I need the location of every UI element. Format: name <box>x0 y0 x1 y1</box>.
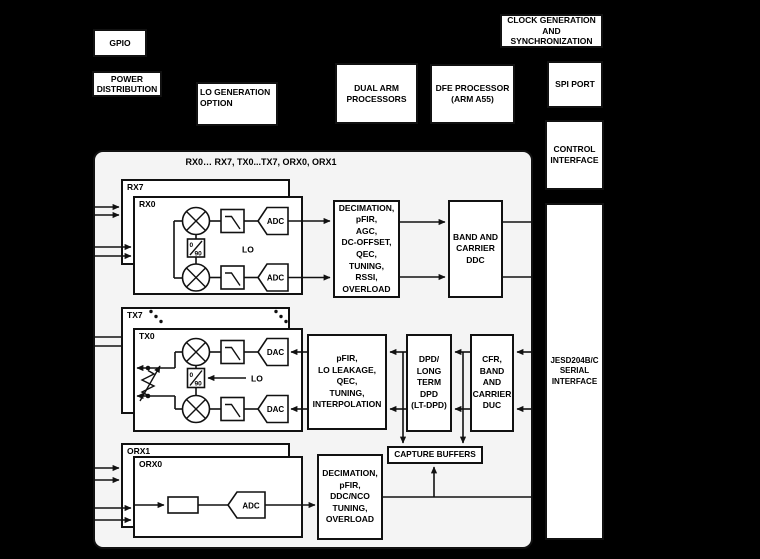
rx0-box: RX0 <box>133 196 303 295</box>
lo-generation-option-block: LO GENERATION OPTION <box>196 82 278 126</box>
spi-port-block: SPI PORT <box>547 61 603 108</box>
power-distribution-block: POWER DISTRIBUTION <box>92 71 162 97</box>
tx0-box: TX0 <box>133 328 303 432</box>
rx7-label: RX7 <box>127 182 144 192</box>
gpio-block: GPIO <box>93 29 147 57</box>
channel-block-title: RX0… RX7, TX0...TX7, ORX0, ORX1 <box>185 157 337 167</box>
tx-dsp-block: pFIR, LO LEAKAGE, QEC, TUNING, INTERPOLA… <box>307 334 387 430</box>
tx-dpd-block: DPD/ LONG TERM DPD (LT-DPD) <box>406 334 452 432</box>
tx0-label: TX0 <box>139 331 155 341</box>
jesd-serial-interface-block: JESD204B/C SERIAL INTERFACE <box>545 203 604 540</box>
rx-dsp-block: DECIMATION, pFIR, AGC, DC-OFFSET, QEC, T… <box>333 200 400 298</box>
tx-cfr-duc-block: CFR, BAND AND CARRIER DUC <box>470 334 514 432</box>
control-interface-block: CONTROL INTERFACE <box>545 120 604 190</box>
rx0-label: RX0 <box>139 199 156 209</box>
dual-arm-processors-block: DUAL ARM PROCESSORS <box>335 63 418 124</box>
clock-generation-block: CLOCK GENERATION AND SYNCHRONIZATION <box>500 14 603 48</box>
orx1-label: ORX1 <box>127 446 151 456</box>
orx0-label: ORX0 <box>139 459 163 469</box>
orx0-box: ORX0 <box>133 456 303 538</box>
tx7-label: TX7 <box>127 310 143 320</box>
rx-band-carrier-ddc-block: BAND AND CARRIER DDC <box>448 200 503 298</box>
capture-buffers-block: CAPTURE BUFFERS <box>387 446 483 464</box>
dfe-processor-block: DFE PROCESSOR (ARM A55) <box>430 64 515 124</box>
orx-dsp-block: DECIMATION, pFIR, DDC/NCO TUNING, OVERLO… <box>317 454 383 540</box>
